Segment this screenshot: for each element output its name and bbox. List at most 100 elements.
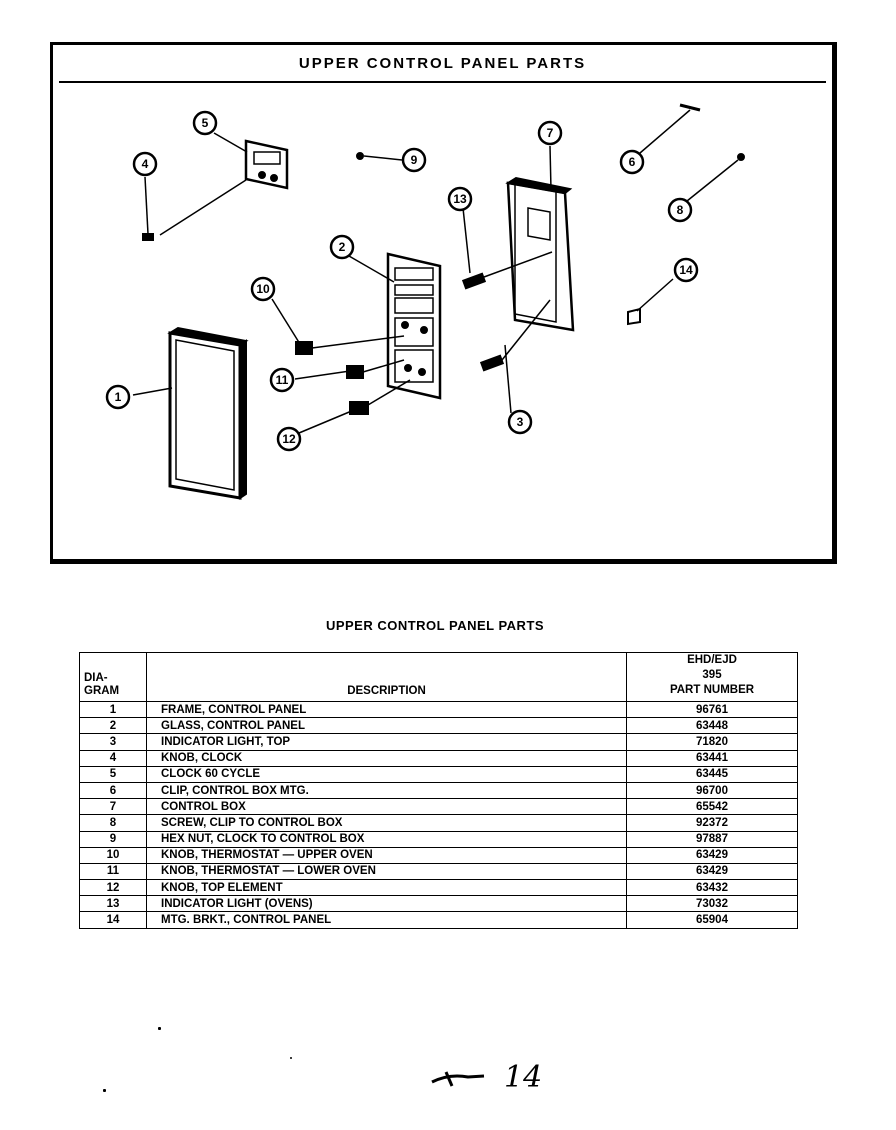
description-cell: HEX NUT, CLOCK TO CONTROL BOX	[146, 830, 627, 848]
header-part-line1: EHD/EJD	[687, 654, 737, 666]
callout-number: 2	[339, 240, 346, 254]
diagram-title: UPPER CONTROL PANEL PARTS	[59, 49, 826, 83]
callout-number: 5	[202, 116, 209, 130]
leader-lines	[132, 109, 739, 434]
part-number-cell: 71820	[626, 733, 798, 751]
part-number-cell: 63445	[626, 765, 798, 783]
description-cell: CLIP, CONTROL BOX MTG.	[146, 781, 627, 800]
diagram-number-cell: 7	[79, 798, 147, 816]
part-number-cell: 63429	[626, 846, 798, 864]
page-number: 14	[504, 1060, 543, 1095]
callout-balloon	[537, 120, 563, 146]
part-number-cell: 65542	[626, 798, 798, 816]
callout-number: 11	[276, 373, 289, 387]
part-number-cell: 96700	[626, 781, 798, 800]
callout-balloon	[673, 257, 699, 283]
top-element-knob-drawing	[349, 401, 369, 415]
thermostat-knob-upper-drawing	[295, 341, 313, 355]
callout-balloon	[250, 276, 276, 302]
thermostat-knob-lower-drawing	[346, 365, 364, 379]
description-cell: CONTROL BOX	[146, 798, 627, 816]
diagram-number-cell: 1	[79, 700, 147, 719]
callout-number: 6	[629, 155, 636, 169]
diagram-number-cell: 10	[79, 846, 147, 864]
header-diagram-line1: DIA-	[84, 672, 108, 684]
mounting-bracket-drawing	[627, 307, 641, 326]
part-number-cell: 97887	[626, 830, 798, 848]
diagram-number-cell: 14	[79, 911, 147, 929]
glass-control-panel-drawing	[386, 252, 442, 400]
callout-balloon	[276, 426, 302, 452]
callout-balloon	[105, 384, 131, 410]
clock-drawing	[244, 139, 289, 190]
part-number-cell: 63432	[626, 879, 798, 897]
callout-balloon	[507, 409, 533, 435]
diagram-number-cell: 3	[79, 733, 147, 751]
diagram-number-cell: 12	[79, 879, 147, 897]
part-number-cell: 96761	[626, 700, 798, 719]
hex-nut-drawing	[356, 152, 364, 160]
callout-number: 8	[677, 203, 684, 217]
description-cell: KNOB, THERMOSTAT — LOWER OVEN	[146, 862, 627, 881]
frame-control-panel-drawing	[167, 326, 249, 500]
callout-number: 9	[411, 153, 418, 167]
description-cell: INDICATOR LIGHT, TOP	[146, 733, 627, 751]
clip-drawing	[679, 103, 701, 112]
description-cell: INDICATOR LIGHT (OVENS)	[146, 895, 627, 913]
description-cell: CLOCK 60 CYCLE	[146, 765, 627, 783]
header-diagram-line2: GRAM	[84, 685, 120, 697]
callout-balloon	[132, 151, 158, 177]
diagram-number-cell: 11	[79, 862, 147, 881]
control-box-drawing	[505, 176, 575, 332]
callout-number: 10	[256, 282, 270, 296]
diagram-number-cell: 2	[79, 717, 147, 735]
callout-balloon	[401, 147, 427, 173]
part-number-cell: 63448	[626, 717, 798, 735]
diagram-number-cell: 6	[79, 781, 147, 800]
callout-number: 12	[282, 432, 296, 446]
callout-number: 4	[142, 157, 149, 171]
description-cell: FRAME, CONTROL PANEL	[146, 700, 627, 719]
callout-balloon	[619, 149, 645, 175]
callout-balloon	[447, 186, 473, 212]
diagram-number-cell: 9	[79, 830, 147, 848]
header-part-line2: 395	[702, 669, 722, 681]
header-part-line3: PART NUMBER	[669, 684, 755, 696]
callout-balloon	[192, 110, 218, 136]
description-cell: KNOB, CLOCK	[146, 749, 627, 767]
parts-table: DIA- GRAM DESCRIPTION EHD/EJD 395 PART N…	[79, 652, 798, 929]
part-number-cell: 73032	[626, 895, 798, 913]
header-part-number: EHD/EJD 395 PART NUMBER	[626, 652, 798, 702]
screw-drawing	[737, 153, 745, 161]
part-number-cell: 65904	[626, 911, 798, 929]
diagram-number-cell: 4	[79, 749, 147, 767]
scan-speck	[103, 1089, 106, 1092]
table-header-row: DIA- GRAM DESCRIPTION EHD/EJD 395 PART N…	[79, 652, 798, 702]
handwritten-stroke	[431, 1071, 485, 1087]
table-title: UPPER CONTROL PANEL PARTS	[325, 618, 545, 633]
callout-balloon	[329, 234, 355, 260]
scan-speck	[290, 1057, 292, 1059]
diagram-number-cell: 5	[79, 765, 147, 783]
part-number-cell: 63429	[626, 862, 798, 881]
header-diagram: DIA- GRAM	[79, 652, 147, 702]
part-number-cell: 92372	[626, 814, 798, 832]
description-cell: MTG. BRKT., CONTROL PANEL	[146, 911, 627, 929]
callout-number: 13	[453, 192, 467, 206]
description-cell: SCREW, CLIP TO CONTROL BOX	[146, 814, 627, 832]
callout-number: 14	[679, 263, 693, 277]
